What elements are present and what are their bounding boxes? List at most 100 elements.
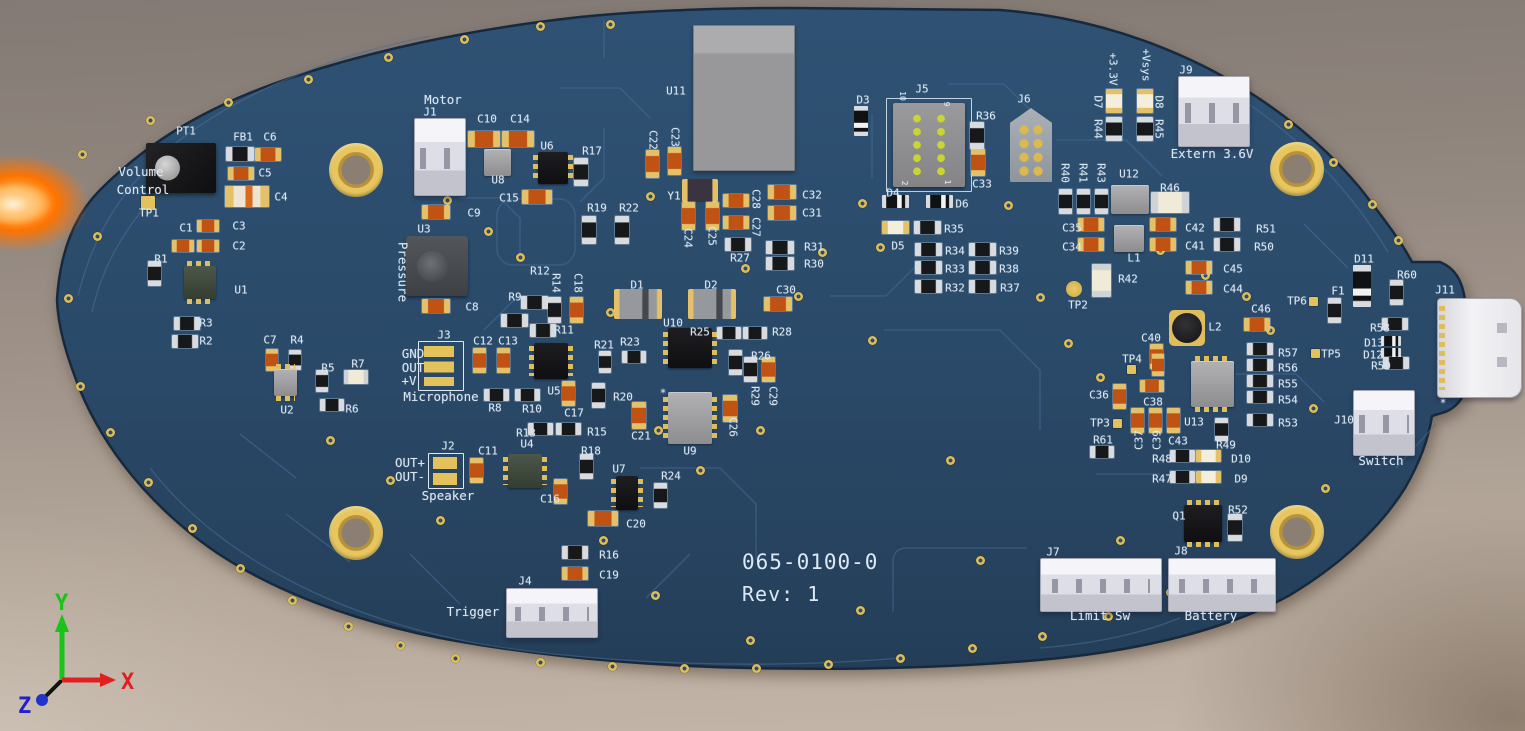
silkscreen-label: R48	[1152, 452, 1172, 466]
silkscreen-label: R40	[1058, 163, 1072, 183]
silkscreen-label: R53	[1278, 416, 1298, 430]
silkscreen-label: J6	[1017, 92, 1031, 106]
silkscreen-label: R5	[321, 361, 335, 375]
silkscreen-label: D8	[1152, 95, 1166, 109]
silkscreen-label: R25	[690, 325, 710, 339]
silkscreen-label: R35	[944, 222, 964, 236]
silkscreen-label: Limit Sw	[1069, 607, 1131, 623]
silkscreen-label: C35	[1062, 221, 1082, 235]
silkscreen-label: GND	[401, 345, 425, 361]
silkscreen-label: R30	[804, 257, 824, 271]
silkscreen-label: C33	[972, 177, 992, 191]
silkscreen-label: J8	[1174, 544, 1188, 558]
silkscreen-label: Speaker	[421, 487, 475, 503]
z-axis-dot	[36, 694, 48, 706]
silkscreen-label: D5	[891, 239, 905, 253]
silkscreen-label: R3	[199, 316, 213, 330]
silkscreen-label: D3	[856, 93, 870, 107]
silkscreen-label: C22	[646, 130, 660, 150]
silkscreen-label: C37	[1132, 430, 1146, 450]
silkscreen-label: R34	[945, 244, 965, 258]
silkscreen-label: R49	[1216, 438, 1236, 452]
silkscreen-label: 1	[943, 179, 952, 185]
silkscreen-label: R24	[661, 469, 681, 483]
silkscreen-label: *	[1439, 396, 1447, 410]
silkscreen-label: J4	[518, 574, 532, 588]
silkscreen-label: R15	[587, 425, 607, 439]
silkscreen-label: R11	[554, 323, 574, 337]
silkscreen-label: C32	[802, 188, 822, 202]
silkscreen-label: C31	[802, 206, 822, 220]
silkscreen-label: R12	[530, 264, 550, 278]
silkscreen-label: R32	[945, 281, 965, 295]
silkscreen-label: R41	[1076, 163, 1090, 183]
silkscreen-label: D13	[1364, 336, 1384, 350]
silkscreen-label: R9	[508, 290, 522, 304]
silkscreen-label: U8	[491, 173, 505, 187]
silkscreen-label: U1	[234, 283, 248, 297]
y-axis-label: Y	[55, 591, 69, 616]
silkscreen-label: J5	[915, 82, 929, 96]
silkscreen-label: R22	[619, 201, 639, 215]
silkscreen-label: Pressure	[395, 241, 411, 303]
silkscreen-label: Control	[116, 181, 170, 197]
silkscreen-label: D1	[630, 278, 644, 292]
silkscreen-label: C29	[766, 386, 780, 406]
silkscreen-label: R45	[1152, 119, 1166, 139]
silkscreen-label: C26	[726, 417, 740, 437]
silkscreen-label: C46	[1251, 302, 1271, 316]
silkscreen-label: R56	[1278, 361, 1298, 375]
silkscreen-label: R10	[522, 402, 542, 416]
silkscreen-label: C16	[540, 492, 560, 506]
silkscreen-label: C41	[1185, 239, 1205, 253]
silkscreen-label: U3	[417, 222, 431, 236]
silkscreen-label: R54	[1278, 393, 1298, 407]
silkscreen-label: C34	[1062, 240, 1082, 254]
silkscreen-label: TP1	[139, 206, 159, 220]
y-axis-arrow	[55, 614, 69, 632]
silkscreen-label: R55	[1278, 377, 1298, 391]
silkscreen-label: R46	[1160, 181, 1180, 195]
silkscreen-label: R50	[1254, 240, 1274, 254]
silkscreen-label: D11	[1354, 252, 1374, 266]
silkscreen-label: R7	[351, 357, 365, 371]
silkscreen-label: J3	[437, 328, 451, 342]
silkscreen-label: R26	[751, 349, 771, 363]
silkscreen-label: FB1	[233, 130, 253, 144]
silkscreen-label: 2	[900, 180, 909, 186]
silkscreen-label: +V	[401, 372, 417, 388]
silkscreen-label: R60	[1397, 268, 1417, 282]
silkscreen-label: J10	[1334, 413, 1354, 427]
silkscreen-label: R18	[581, 444, 601, 458]
z-axis-line	[42, 678, 64, 700]
silkscreen-label: D10	[1231, 452, 1251, 466]
silkscreen-label: C1	[179, 221, 193, 235]
silkscreen-label: C42	[1185, 221, 1205, 235]
silkscreen-label: C14	[510, 112, 530, 126]
silkscreen-label: C39	[1150, 430, 1164, 450]
silkscreen-label: R47	[1152, 472, 1172, 486]
silkscreen-label: R31	[804, 240, 824, 254]
silkscreen-label: R38	[999, 262, 1019, 276]
silkscreen-label: C17	[564, 406, 584, 420]
silkscreen-label: R58	[1370, 321, 1390, 335]
silkscreen-label: TP5	[1321, 347, 1341, 361]
silkscreen-label: U12	[1119, 167, 1139, 181]
silkscreen-label: R61	[1093, 433, 1113, 447]
silkscreen-label: L2	[1208, 320, 1222, 334]
silkscreen-label: R59	[1371, 359, 1391, 373]
silkscreen-label: R33	[945, 262, 965, 276]
silkscreen-label: Volume	[118, 163, 164, 179]
silkscreen-label: D7	[1091, 95, 1105, 109]
silkscreen-label: R1	[154, 252, 168, 266]
silkscreen-label: Switch	[1358, 452, 1404, 468]
silkscreen-label: C45	[1223, 262, 1243, 276]
silkscreen-label: C18	[571, 273, 585, 293]
silkscreen-label: C7	[263, 333, 277, 347]
silkscreen-label: Extern 3.6V	[1170, 145, 1254, 161]
silkscreen-label: C3	[232, 219, 246, 233]
board-revision: Rev: 1	[742, 582, 821, 606]
silkscreen-label: U11	[666, 84, 686, 98]
silkscreen-label: TP6	[1287, 294, 1307, 308]
